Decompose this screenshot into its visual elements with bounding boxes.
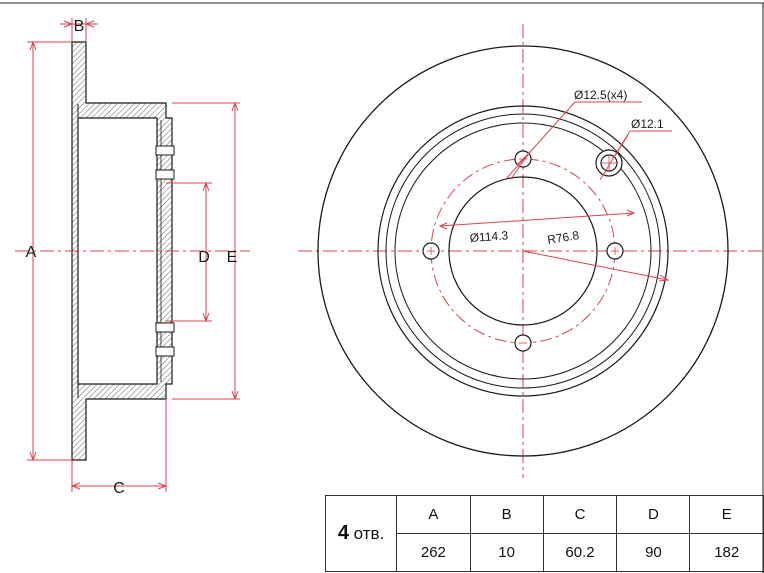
- callout-pcd: Ø114.3: [469, 228, 509, 245]
- dim-label-b: B: [74, 18, 85, 35]
- dimension-b: [60, 18, 98, 42]
- spec-header-row: 4 отв. A B C D E: [324, 495, 764, 572]
- dim-label-c: C: [113, 480, 125, 497]
- value-b: 10: [469, 533, 544, 572]
- callout-pilot-hole: Ø12.1: [631, 117, 664, 131]
- pilot-step-section-top: [155, 169, 175, 180]
- hat-inner-ring: [394, 122, 652, 380]
- pilot-step-section-bottom: [155, 322, 175, 333]
- value-d: 90: [616, 533, 691, 572]
- center-bore: [448, 176, 598, 326]
- callout-bolt-hole: Ø12.5(x4): [574, 88, 627, 102]
- dimension-c: [70, 399, 168, 492]
- value-c: 60.2: [542, 533, 618, 572]
- dim-label-d: D: [198, 249, 210, 266]
- header-d: D: [616, 495, 691, 534]
- header-b: B: [469, 495, 544, 534]
- dimension-e: [172, 101, 240, 401]
- spec-value-row: 262 10 60.2 90 182: [326, 533, 764, 572]
- hat-middle-ring: [385, 113, 661, 389]
- leader-bolt-hole: [504, 101, 642, 181]
- disc-outer-edge: [317, 45, 729, 457]
- holes-label: отв.: [353, 524, 385, 543]
- callout-radius: R76.8: [546, 228, 580, 247]
- leader-pilot-hole: [599, 130, 672, 181]
- leader-radius: [522, 250, 670, 282]
- spec-table: 4 отв. A B C D E 262 10 60.2 90 182: [324, 495, 764, 572]
- holes-cell: 4 отв.: [324, 495, 398, 572]
- bolt-hole-section-bottom: [155, 346, 175, 357]
- header-a: A: [396, 495, 471, 534]
- dim-label-a: A: [26, 244, 37, 261]
- header-c: C: [542, 495, 618, 534]
- dimension-a: [27, 40, 72, 462]
- hat-outer-ring: [377, 105, 669, 397]
- bolt-hole-section-top: [155, 145, 175, 156]
- value-e: 182: [689, 533, 764, 572]
- front-view: Ø12.5(x4) Ø12.1 Ø114.3 R76.8: [298, 24, 764, 478]
- dimension-d: [166, 181, 212, 323]
- value-a: 262: [396, 533, 471, 572]
- dim-label-e: E: [227, 249, 238, 266]
- pilot-hole: [595, 149, 623, 177]
- side-section-view: A B C D: [15, 18, 250, 497]
- holes-count: 4: [337, 522, 349, 544]
- leader-pcd: [438, 209, 636, 230]
- header-e: E: [689, 495, 764, 534]
